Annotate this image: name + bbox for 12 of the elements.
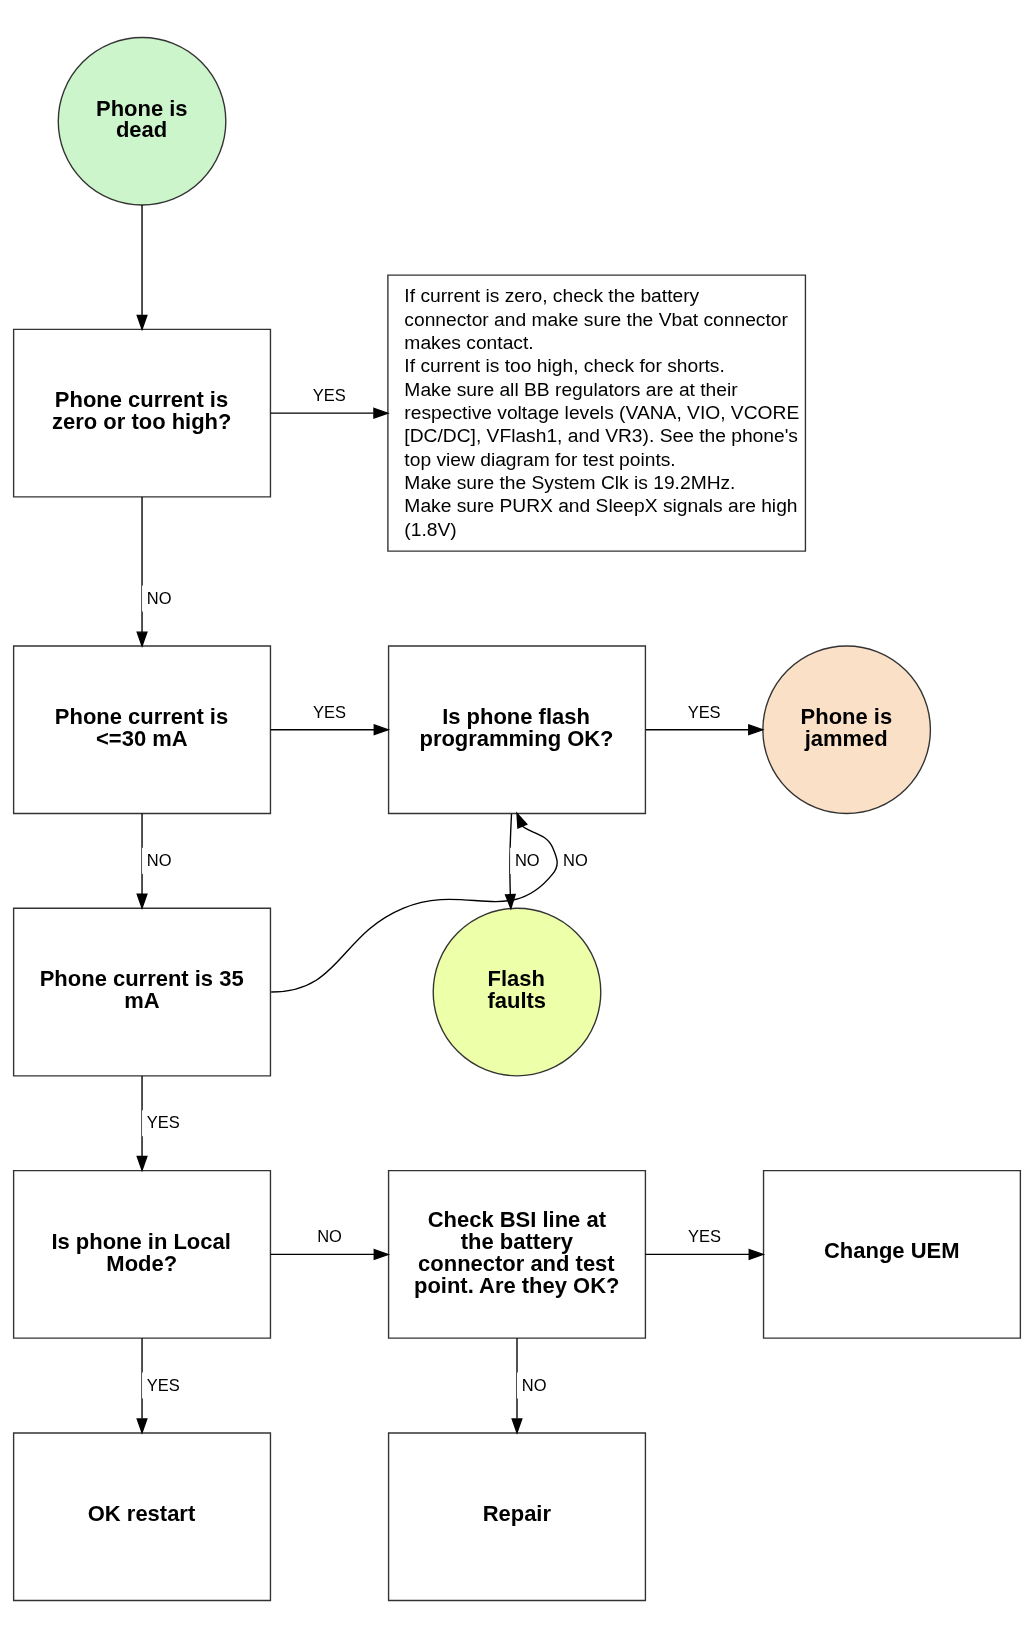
- edge-label: YES: [146, 1375, 180, 1393]
- edge-label: NO: [146, 850, 172, 869]
- edge-label: YES: [312, 385, 346, 404]
- edge-label: YES: [146, 1112, 180, 1131]
- edge-label: NO: [146, 588, 172, 606]
- edge-label: NO: [514, 850, 540, 869]
- edge-label: YES: [313, 702, 347, 720]
- edge-label: NO: [563, 850, 588, 869]
- edge-label: YES: [688, 1226, 721, 1245]
- edge-label: NO: [317, 1226, 342, 1245]
- edge-label: NO: [521, 1375, 547, 1393]
- edge-label: YES: [687, 702, 721, 720]
